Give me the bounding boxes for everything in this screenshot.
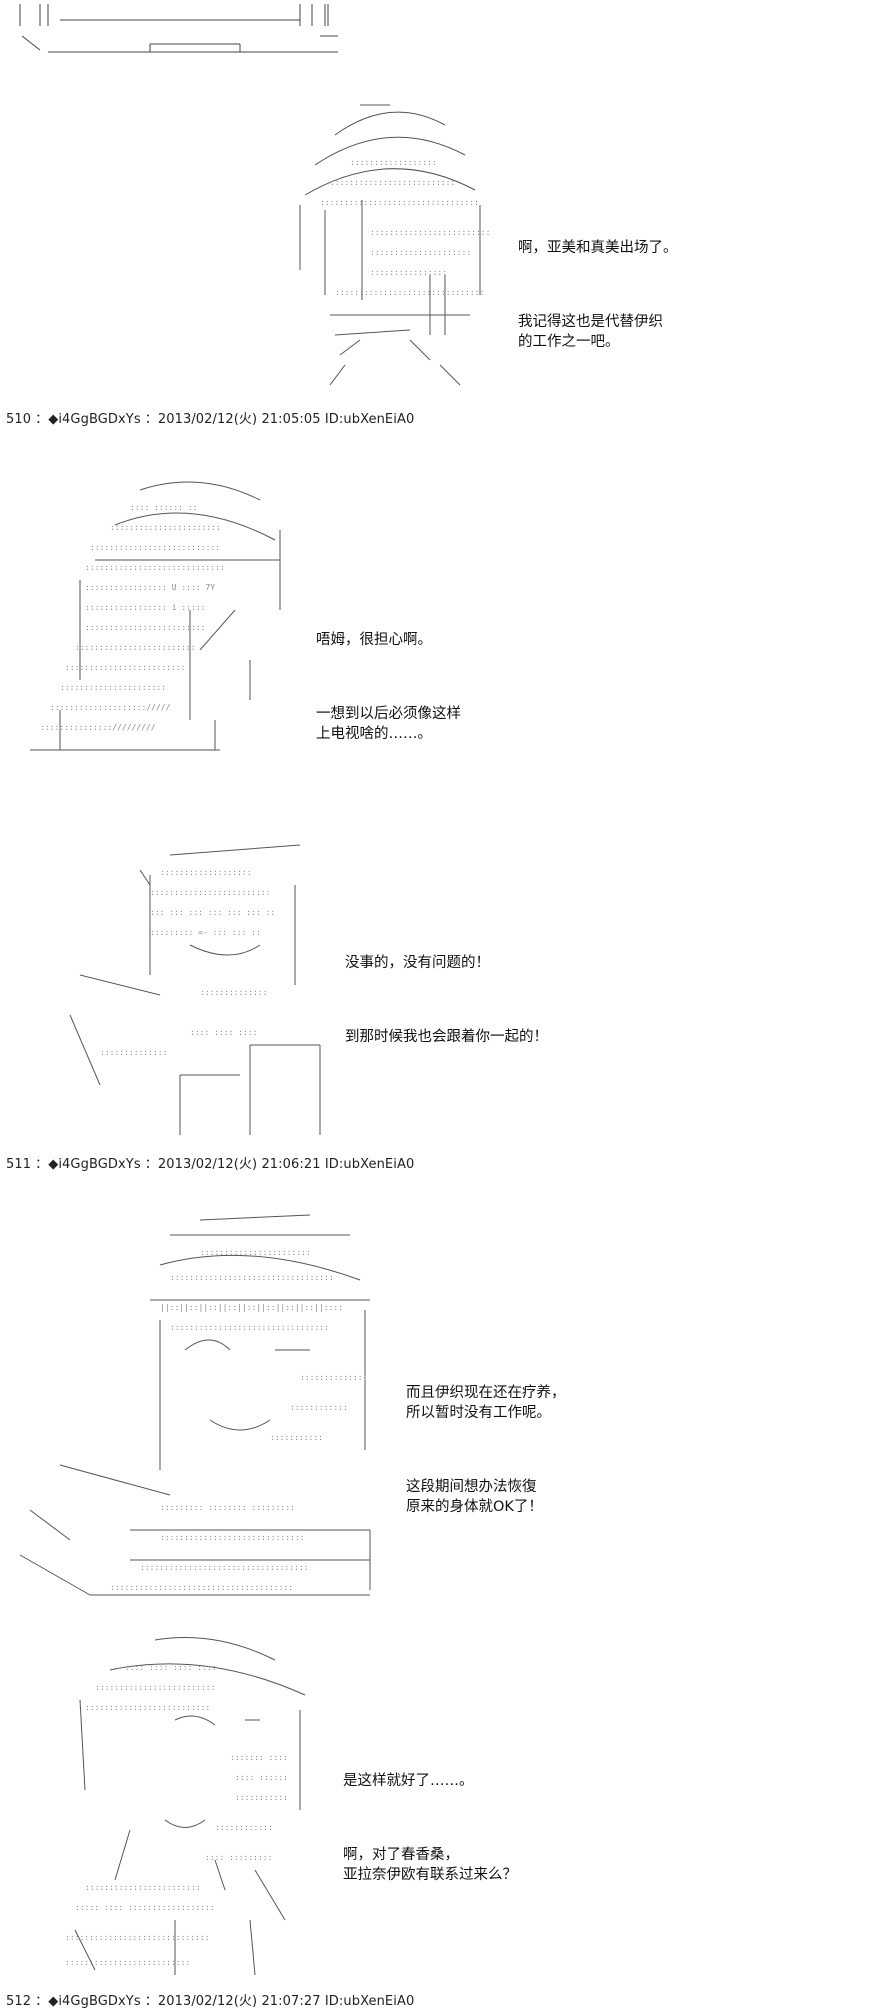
character-ascii-art-2: :::: :::::: :: ::::::::::::::::::::::: :… xyxy=(20,470,290,760)
svg-text::::::::::::: ::::::::::: xyxy=(235,1793,288,1802)
svg-text:::::::::::::::::::::::::::::::: ::::::::::::::::::::::::::::::::: xyxy=(170,1323,329,1332)
svg-text:::::::::::::::://///////: :::::::::::::::///////// xyxy=(40,723,156,732)
post-number: 511 xyxy=(6,1157,32,1172)
svg-text:||::||::||::||::||::||::||::||: ||::||::||::||::||::||::||::||::||:::: xyxy=(160,1303,343,1312)
post-separator: ： xyxy=(35,1157,49,1172)
post-user-id: ID:ubXenEiA0 xyxy=(324,1994,415,2009)
dialogue-line: 唔姆，很担心啊。 xyxy=(316,632,432,648)
svg-text::::::::::::::::::::::::::::: ::::::::::::::::::::::::::: xyxy=(90,543,220,552)
svg-text::::: :::::::::: :::: ::::::::: xyxy=(205,1853,272,1862)
svg-text:::::::::::::::::::::::::::::::: :::::::::::::::::::::::::::::: xyxy=(65,1933,210,1942)
svg-text:::::::::::::::::::::::::::::::: ::::::::::::::::::::::::::::::::::: xyxy=(140,1563,309,1572)
svg-text::::::::::::::::::::::::::::::: ::::::::::::::::::::::::::::: xyxy=(85,563,225,572)
dialogue-line: 啊，亚美和真美出场了。 xyxy=(518,240,678,256)
dialogue-block-1: 啊，亚美和真美出场了。 我记得这也是代替伊织 的工作之一吧。 xyxy=(518,198,678,386)
svg-text:::::::::::::::::: U :::: 7Y: ::::::::::::::::: U :::: 7Y xyxy=(85,583,215,592)
svg-text:::::::::::::::::::::::::::::::: :::::::::::::::::::::::::::::::::: xyxy=(170,1273,334,1282)
svg-text:::::::::::::::::::::::::::: :::::::::::::::::::::::::: xyxy=(65,1958,190,1967)
svg-text::::: :::::: ::: :::: :::::: :: xyxy=(130,503,197,512)
svg-text:::::::::::::::::::::::::::::::: :::::::::::::::::::::::::::::::::::::: xyxy=(110,1583,293,1592)
svg-text::::::::::::: ::::::::::: xyxy=(270,1433,323,1442)
character-ascii-art-3: ::::::::::::::::::: ::::::::::::::::::::… xyxy=(40,835,360,1135)
svg-text::::::::::::::::::::::::::: ::::::::::::::::::::::::: xyxy=(95,1683,215,1692)
svg-text:::::::::::::: :::::::::::: xyxy=(290,1403,348,1412)
svg-text::::::::::::::::::::::::::: ::::::::::::::::::::::::: xyxy=(85,623,205,632)
svg-text:::::::::::::::::::::::: :::::::::::::::::::::: xyxy=(60,683,166,692)
dialogue-line: 我记得这也是代替伊织 的工作之一吧。 xyxy=(518,314,663,350)
post-header-510: 510：◆i4GgBGDxYs：2013/02/12(火) 21:05:05 I… xyxy=(6,408,414,427)
svg-text::::::::::::::::::::::::::: ::::::::::::::::::::::::: xyxy=(150,888,270,897)
svg-text:::::::::::::: :::::::::::: xyxy=(215,1823,273,1832)
svg-text:::::::::::::::::: i :::::: ::::::::::::::::: i ::::: xyxy=(85,603,205,612)
dialogue-line: 是这样就好了……。 xyxy=(343,1773,474,1789)
dialogue-line: 这段期间想办法恢復 原来的身体就OK了！ xyxy=(406,1479,543,1515)
dialogue-block-5: 是这样就好了……。 啊，对了春香桑， 亚拉奈伊欧有联系过来么？ xyxy=(343,1731,517,1919)
svg-text::::::::::::::::::::::::::: ::::::::::::::::::::::::: xyxy=(75,643,195,652)
dialogue-line: 到那时候我也会跟着你一起的！ xyxy=(345,1029,548,1045)
svg-text:::::::::::::::: :::::::::::::: xyxy=(100,1048,167,1057)
svg-text:::: ::: ::: ::: ::: ::: ::: ::: ::: ::: ::: ::: ::: :: xyxy=(150,908,275,917)
svg-text::::::::::::::::::::://///: ::::::::::::::::::::///// xyxy=(50,703,171,712)
svg-text:::::::::::::::::::: :::::::::::::::::: xyxy=(350,158,437,167)
svg-text:::::::::::::::::::::::::::: :::::::::::::::::::::::::: xyxy=(85,1703,210,1712)
svg-text::::::::::::::::::::: ::::::::::::::::::: xyxy=(160,868,252,877)
post-user-id: ID:ubXenEiA0 xyxy=(324,412,415,427)
post-separator: ： xyxy=(35,1994,49,2009)
desk-ascii-art-fragment xyxy=(0,0,340,60)
dialogue-line: 没事的，没有问题的！ xyxy=(345,955,490,971)
character-ascii-art-5: :::: :::: :::: :::: ::::::::::::::::::::… xyxy=(65,1630,345,1975)
post-separator: ： xyxy=(35,412,49,427)
dialogue-block-3: 没事的，没有问题的！ 到那时候我也会跟着你一起的！ xyxy=(345,913,548,1081)
svg-text:::::: :::: ::::::::::::::::::: ::::: :::: :::::::::::::::::: xyxy=(75,1903,215,1912)
svg-text:::::::::: =- ::: ::: ::: ::::::::: =- ::: ::: :: xyxy=(150,928,261,937)
post-tripcode: ◆i4GgBGDxYs xyxy=(48,1157,141,1172)
post-date: ：2013/02/12(火) 21:07:27 xyxy=(144,1994,321,2009)
post-number: 512 xyxy=(6,1994,32,2009)
svg-text:::::::::::::::::: :::::::::::::::: xyxy=(370,268,447,277)
svg-text:::::::::::::::: :::::::::::::: xyxy=(300,1373,367,1382)
dialogue-block-2: 唔姆，很担心啊。 一想到以后必须像这样 上电视啥的……。 xyxy=(316,590,461,778)
post-date: ：2013/02/12(火) 21:05:05 xyxy=(144,412,321,427)
svg-text:::::::::::::::::::::::::::::::: ::::::::::::::::::::::::::::::: xyxy=(335,288,484,297)
svg-text::::::::::::::::::::::::: ::::::::::::::::::::::: xyxy=(200,1248,311,1257)
svg-text::::::::::::::::::::::::::: ::::::::::::::::::::::::: xyxy=(370,228,490,237)
svg-text:::::::: ::::: ::::::: :::: xyxy=(230,1753,288,1762)
svg-text::::::::::::::::::::::::: ::::::::::::::::::::::: xyxy=(110,523,221,532)
svg-text:::::::::::::::::::::::::::: :::::::::::::::::::::::::: xyxy=(330,178,455,187)
svg-text::::: ::::::: :::: :::::: xyxy=(235,1773,288,1782)
post-header-511: 511：◆i4GgBGDxYs：2013/02/12(火) 21:06:21 I… xyxy=(6,1153,414,1172)
svg-text:::::::::::::::::::::::::::::::: ::::::::::::::::::::::::::::::::: xyxy=(320,198,479,207)
dialogue-line: 而且伊织现在还在疗养， 所以暂时没有工作呢。 xyxy=(406,1385,566,1421)
dialogue-block-4: 而且伊织现在还在疗养， 所以暂时没有工作呢。 这段期间想办法恢復 原来的身体就O… xyxy=(406,1343,566,1551)
dialogue-line: 啊，对了春香桑， 亚拉奈伊欧有联系过来么？ xyxy=(343,1847,517,1883)
svg-text:::::::::::::::: :::::::::::::: xyxy=(200,988,267,997)
svg-text::::: :::: ::::: :::: :::: :::: xyxy=(190,1028,257,1037)
svg-text:::::::::::::::::::::::::::::::: :::::::::::::::::::::::::::::: xyxy=(160,1533,305,1542)
post-tripcode: ◆i4GgBGDxYs xyxy=(48,1994,141,2009)
svg-text:::::::::::::::::::::::::: :::::::::::::::::::::::: xyxy=(85,1883,201,1892)
post-number: 510 xyxy=(6,412,32,427)
character-ascii-art-4: ::::::::::::::::::::::: ::::::::::::::::… xyxy=(10,1210,380,1600)
dialogue-line: 一想到以后必须像这样 上电视啥的……。 xyxy=(316,706,461,742)
post-tripcode: ◆i4GgBGDxYs xyxy=(48,412,141,427)
svg-text::::::::::::::::::::::::::: ::::::::::::::::::::::::: xyxy=(65,663,185,672)
svg-text::::: :::: :::: ::::: :::: :::: :::: :::: xyxy=(125,1663,217,1672)
svg-text::::::::::::::::::::::: ::::::::::::::::::::: xyxy=(370,248,471,257)
post-date: ：2013/02/12(火) 21:06:21 xyxy=(144,1157,321,1172)
character-ascii-art-1: :::::::::::::::::: :::::::::::::::::::::… xyxy=(290,95,490,385)
svg-text:::::::::: :::::::: :::::::::: ::::::::: :::::::: ::::::::: xyxy=(160,1503,295,1512)
post-user-id: ID:ubXenEiA0 xyxy=(324,1157,415,1172)
